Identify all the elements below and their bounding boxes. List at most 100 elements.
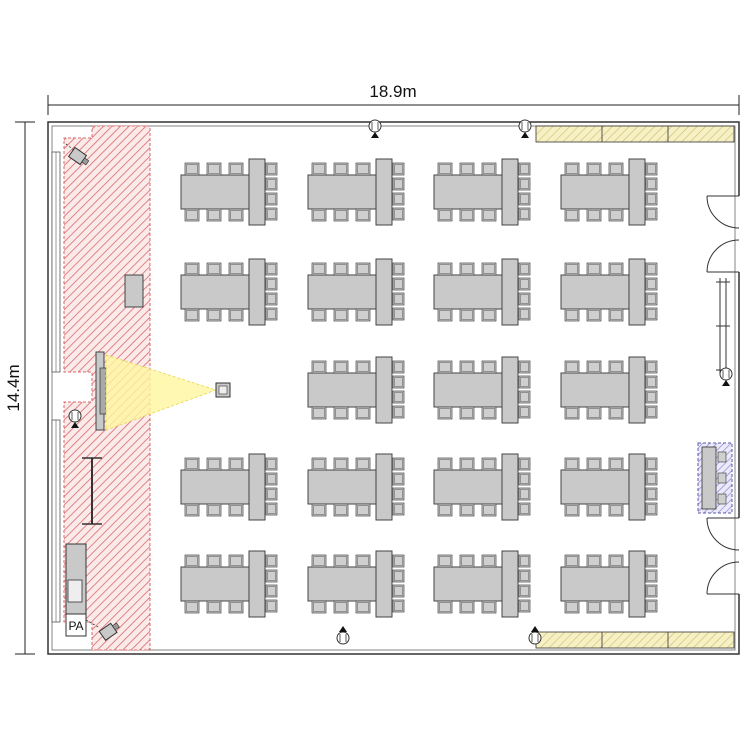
chair-icon [459,406,475,420]
chair-icon [392,502,405,516]
chair-icon [518,554,531,568]
table [180,566,250,602]
table [307,274,377,310]
chair-icon [265,599,278,613]
chair-icon [481,208,497,222]
chair-icon [437,503,453,517]
chair-icon [608,162,624,176]
chair-icon [311,360,327,374]
chair-icon [392,390,405,404]
chair-icon [311,457,327,471]
chair-icon [518,207,531,221]
table [628,258,646,326]
chair-icon [355,360,371,374]
chair-icon [392,307,405,321]
chair-icon [437,262,453,276]
chair-icon [184,308,200,322]
chair-icon [206,162,222,176]
chair-icon [645,162,658,176]
chair-icon [608,503,624,517]
chair-icon [645,177,658,191]
chair-icon [518,390,531,404]
table-group [433,158,531,226]
table-group [180,158,278,226]
chair-icon [206,503,222,517]
chair-icon [392,554,405,568]
chair-icon [228,208,244,222]
podium [124,274,144,308]
chair-icon [355,406,371,420]
chair-icon [459,457,475,471]
projector-icon [215,382,231,398]
chair-icon [564,406,580,420]
chair-icon [645,207,658,221]
table [307,566,377,602]
chair-icon [355,600,371,614]
chair-icon [645,262,658,276]
width-dimension: 18.9m [47,82,740,115]
chair-icon [311,208,327,222]
chair-icon [265,277,278,291]
chair-icon [392,457,405,471]
table [433,372,503,408]
chair-icon [392,192,405,206]
chair-icon [228,308,244,322]
chair-icon [586,554,602,568]
chair-icon [333,262,349,276]
door-icon[interactable] [706,195,743,273]
door-icon[interactable] [706,517,743,595]
chair-icon [481,308,497,322]
chair-icon [333,503,349,517]
chair-icon [206,308,222,322]
chair-icon [392,277,405,291]
chair-icon [518,569,531,583]
chair-icon [265,569,278,583]
table [560,469,630,505]
mic-stand [82,457,102,525]
chair-icon [184,208,200,222]
chair-icon [392,162,405,176]
pa-rack: PA [65,543,87,637]
chair-icon [645,487,658,501]
chair-icon [586,457,602,471]
chair-icon [481,162,497,176]
chair-icon [355,503,371,517]
table [628,356,646,424]
chair-icon [265,262,278,276]
chair-icon [333,554,349,568]
chair-icon [564,162,580,176]
chair-icon [355,162,371,176]
chair-icon [608,457,624,471]
table [560,174,630,210]
chair-icon [437,208,453,222]
chair-icon [333,406,349,420]
chair-icon [608,554,624,568]
chair-icon [564,308,580,322]
camera-icon [67,146,90,166]
chair-icon [206,208,222,222]
chair-icon [184,457,200,471]
chair-icon [228,262,244,276]
chair-icon [265,292,278,306]
projection-beam [105,354,218,431]
chair-icon [645,457,658,471]
chair-icon [564,600,580,614]
table [375,258,393,326]
chair-icon [608,406,624,420]
chair-icon [206,600,222,614]
chair-icon [355,457,371,471]
chair-icon [392,177,405,191]
camera-icon [98,622,120,642]
table [560,566,630,602]
chair-icon [459,503,475,517]
table [307,372,377,408]
chair-icon [645,375,658,389]
chair-icon [645,390,658,404]
chair-icon [645,599,658,613]
storage-counter-top [535,125,735,143]
chair-icon [518,292,531,306]
chair-icon [645,405,658,419]
chair-icon [437,360,453,374]
chair-icon [355,208,371,222]
chair-icon [265,192,278,206]
